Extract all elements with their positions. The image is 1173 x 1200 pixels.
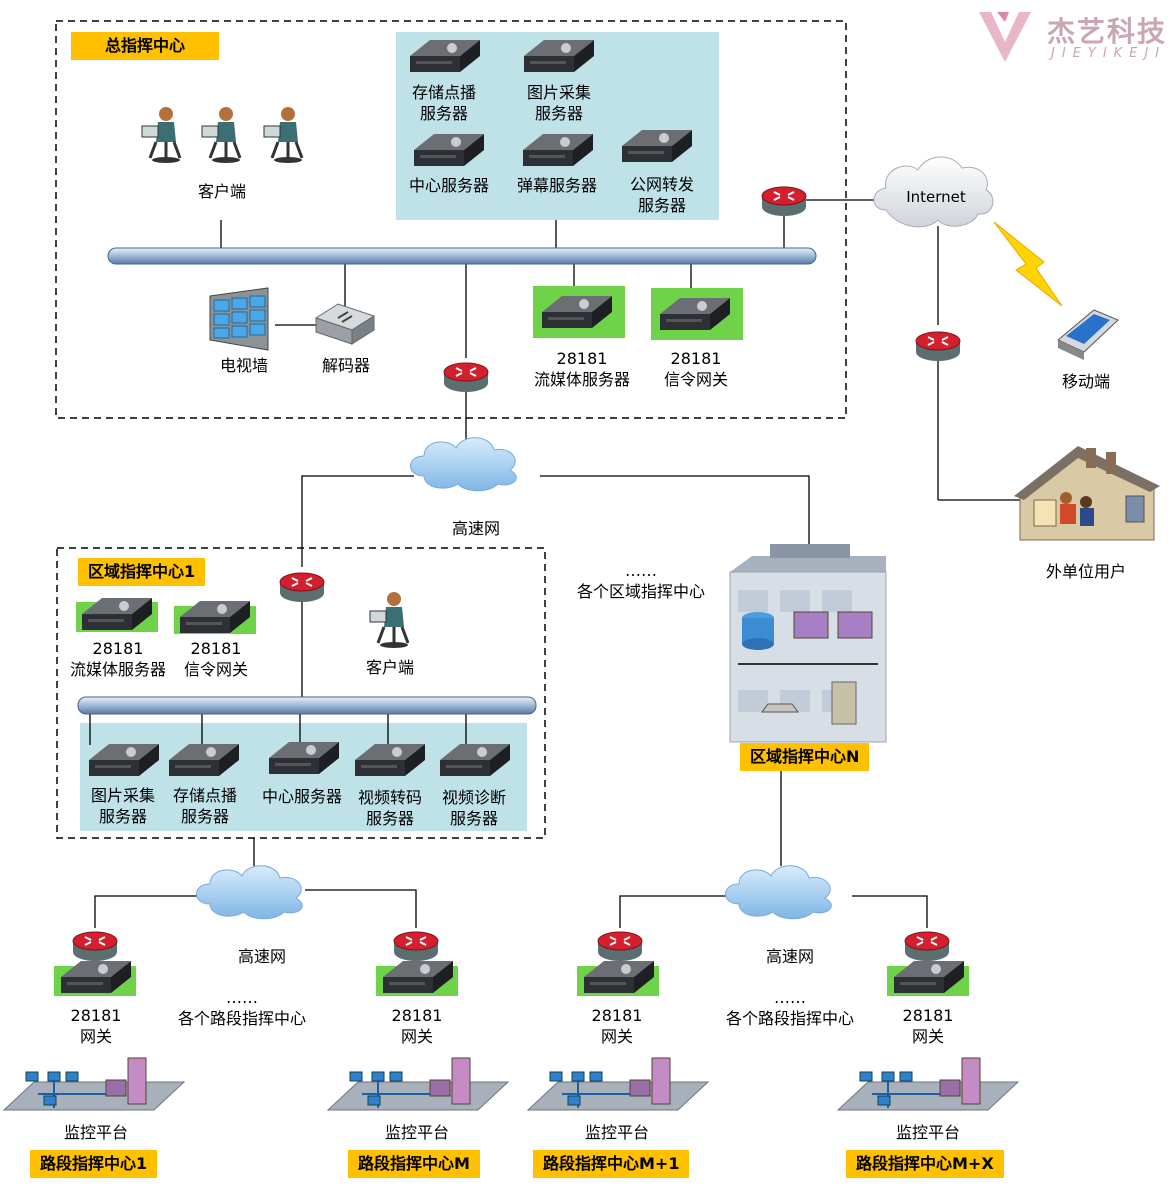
hq-core-router-icon (443, 362, 489, 393)
tv-wall-icon (209, 287, 269, 351)
region1-title: 区域指挥中心1 (78, 558, 206, 586)
roadMX-platform-label: 监控平台 (895, 1123, 960, 1142)
road1-platform-label: 监控平台 (63, 1123, 128, 1142)
roadM1-title: 路段指挥中心M+1 (533, 1150, 690, 1178)
hq-media-server-label: 28181 流媒体服务器 (533, 349, 630, 389)
road1-title: 路段指挥中心1 (30, 1150, 158, 1178)
roadM1-router-icon (597, 931, 643, 962)
region1-storage-vod-label: 存储点播 服务器 (172, 786, 237, 826)
wireless-lightning-icon (993, 221, 1063, 307)
lower-right-net-label: 高速网 (765, 947, 814, 966)
roadMX-router-icon (904, 931, 950, 962)
lower-left-other-roads-label: …… 各个路段指挥中心 (177, 988, 306, 1028)
roadMX-title: 路段指挥中心M+X (846, 1150, 1004, 1178)
hq-network-bus (107, 247, 817, 265)
logo-name-cn: 杰艺科技 (1047, 15, 1168, 48)
hq-internet-router-icon (761, 186, 807, 217)
region1-boundary (56, 547, 546, 839)
external-user-label: 外单位用户 (1045, 562, 1126, 581)
regionN-title: 区域指挥中心N (740, 743, 870, 771)
region1-transcode-label: 视频转码 服务器 (357, 788, 422, 828)
region1-media-server-label: 28181 流媒体服务器 (69, 639, 166, 679)
region1-client-person-icon (368, 590, 410, 650)
hq-title: 总指挥中心 (71, 32, 219, 60)
storage-vod-server-label: 存储点播 服务器 (411, 83, 476, 123)
regionN-building-icon (729, 544, 887, 743)
road1-router-icon (72, 931, 118, 962)
roadM-gateway-label: 28181 网关 (391, 1006, 443, 1046)
region1-client-label: 客户端 (365, 658, 414, 677)
roadM-monitoring-platform-icon (327, 1057, 509, 1111)
other-regions-label: …… 各个区域指挥中心 (576, 561, 705, 601)
hq-client-person-2-icon (200, 105, 242, 165)
lower-left-net-label: 高速网 (237, 947, 286, 966)
region1-server-panel (80, 723, 527, 831)
logo-name-en: JIEYIKEJI (1051, 46, 1167, 61)
mobile-phone-icon (1057, 309, 1119, 360)
center-server-label: 中心服务器 (408, 176, 489, 195)
external-user-house-icon (1014, 446, 1160, 541)
road1-gateway-label: 28181 网关 (70, 1006, 122, 1046)
image-collect-server-label: 图片采集 服务器 (526, 83, 591, 123)
region1-diagnosis-label: 视频诊断 服务器 (441, 788, 506, 828)
hq-client-person-1-icon (140, 105, 182, 165)
decoder-label: 解码器 (321, 356, 370, 375)
highspeed-net-label: 高速网 (451, 519, 500, 538)
danmaku-server-label: 弹幕服务器 (516, 176, 597, 195)
roadMX-gateway-label: 28181 网关 (902, 1006, 954, 1046)
decoder-icon (314, 303, 376, 345)
region1-center-server-label: 中心服务器 (261, 787, 342, 806)
region1-signal-gateway-label: 28181 信令网关 (183, 639, 248, 679)
roadM1-monitoring-platform-icon (527, 1057, 709, 1111)
region1-image-collect-label: 图片采集 服务器 (90, 786, 155, 826)
connection-lines (89, 199, 1020, 928)
hq-clients-label: 客户端 (197, 182, 246, 201)
tv-wall-label: 电视墙 (219, 356, 268, 375)
internet-label: Internet (906, 188, 966, 206)
region1-network-bus (77, 696, 537, 715)
highspeed-net-cloud-left-icon (196, 865, 303, 920)
mobile-label: 移动端 (1061, 372, 1110, 391)
highspeed-net-cloud-top-icon (410, 437, 517, 492)
highspeed-net-cloud-right-icon (725, 865, 832, 920)
roadM1-platform-label: 监控平台 (584, 1123, 649, 1142)
roadM-title: 路段指挥中心M (348, 1150, 480, 1178)
roadM1-gateway-label: 28181 网关 (591, 1006, 643, 1046)
road1-monitoring-platform-icon (3, 1057, 185, 1111)
public-forward-server-label: 公网转发 服务器 (629, 175, 694, 215)
internet-cloud-icon (873, 156, 994, 228)
region1-router-icon (279, 572, 325, 603)
hq-client-person-3-icon (262, 105, 304, 165)
lower-right-other-roads-label: …… 各个路段指挥中心 (725, 988, 854, 1028)
company-logo: 杰艺科技 JIEYIKEJI (975, 4, 1173, 68)
roadM-platform-label: 监控平台 (384, 1123, 449, 1142)
roadMX-monitoring-platform-icon (837, 1057, 1019, 1111)
hq-boundary (55, 20, 847, 419)
roadM-router-icon (393, 931, 439, 962)
hq-signal-gateway-label: 28181 信令网关 (663, 349, 728, 389)
logo-mark-icon (979, 12, 1031, 62)
mobile-side-router-icon (915, 331, 961, 362)
